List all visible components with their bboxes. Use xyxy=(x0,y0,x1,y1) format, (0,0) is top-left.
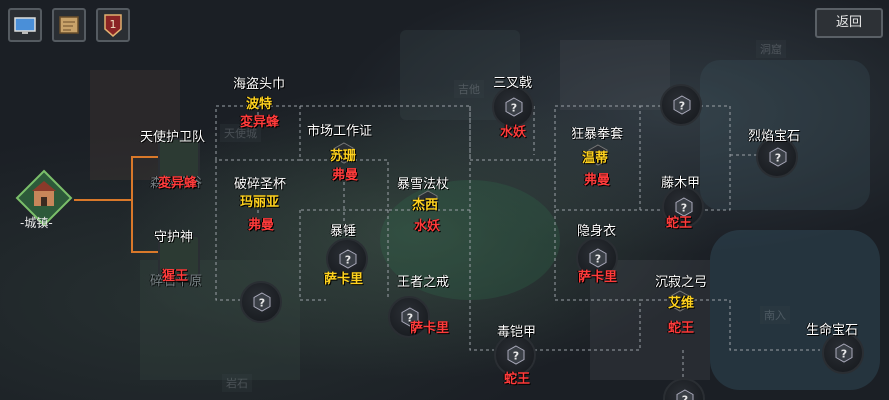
item-node[interactable]: ? xyxy=(756,136,798,178)
item-enemy: 萨卡里 xyxy=(578,270,618,285)
item-enemy: 弗曼 xyxy=(248,218,275,233)
monitor-button[interactable] xyxy=(8,8,42,42)
branch-location-1: 森林峰谷 xyxy=(150,176,203,191)
item-enemy: 蛇王 xyxy=(504,372,531,387)
item-title: 市场工作证 xyxy=(307,124,373,139)
locked-hex-icon xyxy=(588,144,608,166)
item-enemy: 水妖 xyxy=(414,219,441,234)
item-enemy: 変异蜂 xyxy=(240,115,280,130)
item-enemy: 萨卡里 xyxy=(410,321,450,336)
item-enemy: 水妖 xyxy=(500,125,527,140)
svg-text:?: ? xyxy=(679,100,685,113)
item-title: 三叉戟 xyxy=(493,76,533,91)
item-npc: 萨卡里 xyxy=(324,272,364,287)
item-title: 沉寂之弓 xyxy=(655,275,708,290)
item-enemy: 蛇王 xyxy=(668,321,695,336)
map-label-south: 南入 xyxy=(760,306,790,324)
svg-text:1: 1 xyxy=(110,18,117,31)
locked-hex-icon xyxy=(334,142,354,164)
map-label-left: 天使城 xyxy=(220,124,261,142)
question-mark-icon: ? xyxy=(835,343,853,363)
item-node[interactable]: ? xyxy=(494,334,536,376)
svg-text:?: ? xyxy=(841,348,847,361)
item-enemy: 弗曼 xyxy=(332,168,359,183)
item-title: 烈焰宝石 xyxy=(748,129,801,144)
branch-title-2: 守护神 xyxy=(154,230,194,245)
locked-node[interactable]: ? xyxy=(660,84,702,126)
level-badge-icon: 1 xyxy=(104,14,122,37)
branch-title-1: 天使护卫队 xyxy=(140,130,206,145)
question-mark-icon: ? xyxy=(339,249,357,269)
item-node[interactable]: ? xyxy=(388,296,430,338)
question-mark-icon: ? xyxy=(253,292,271,312)
svg-text:?: ? xyxy=(513,350,519,363)
question-mark-icon: ? xyxy=(769,147,787,167)
monitor-icon xyxy=(14,17,36,34)
question-mark-icon: ? xyxy=(589,248,607,268)
map-terrain xyxy=(700,60,870,210)
item-node[interactable]: ? xyxy=(822,332,864,374)
question-mark-icon: ? xyxy=(673,95,691,115)
item-npc: 艾维 xyxy=(668,296,695,311)
item-node[interactable]: ? xyxy=(326,238,368,280)
question-mark-icon: ? xyxy=(675,197,693,217)
item-npc: 苏珊 xyxy=(330,149,357,164)
svg-text:?: ? xyxy=(511,102,517,115)
locked-hex-icon xyxy=(670,290,690,312)
back-button[interactable]: 返回 xyxy=(815,8,883,38)
question-mark-icon: ? xyxy=(676,389,694,400)
town-icon xyxy=(15,169,73,227)
svg-text:?: ? xyxy=(407,312,413,325)
item-node[interactable]: ? xyxy=(492,86,534,128)
svg-text:?: ? xyxy=(681,202,687,215)
question-mark-icon: ? xyxy=(507,345,525,365)
town-label: -城镇- xyxy=(20,216,53,230)
svg-text:?: ? xyxy=(775,152,781,165)
map-terrain xyxy=(140,260,300,380)
question-mark-icon: ? xyxy=(401,307,419,327)
item-node[interactable]: ? xyxy=(576,237,618,279)
map-building xyxy=(560,40,670,110)
item-title: 生命宝石 xyxy=(806,323,859,338)
item-enemy: 蛇王 xyxy=(666,216,693,231)
locked-node[interactable]: ? xyxy=(240,281,282,323)
item-title: 藤木甲 xyxy=(661,176,701,191)
svg-text:?: ? xyxy=(259,297,265,310)
branch-portrait-2[interactable] xyxy=(158,235,200,277)
map-scroll-icon xyxy=(59,16,79,34)
item-title: 狂暴拳套 xyxy=(571,127,624,142)
svg-text:?: ? xyxy=(345,254,351,267)
map-terrain xyxy=(590,260,710,380)
item-title: 毒铠甲 xyxy=(497,325,537,340)
map-label-bottom: 岩石 xyxy=(222,374,252,392)
branch-enemy-2: 猩王 xyxy=(162,269,189,284)
town-node[interactable] xyxy=(14,168,74,228)
item-title: 破碎圣杯 xyxy=(234,177,287,192)
item-title: 王者之戒 xyxy=(397,275,450,290)
item-title: 暴雪法杖 xyxy=(397,177,450,192)
branch-location-2: 碎石平原 xyxy=(150,274,203,289)
svg-text:?: ? xyxy=(682,394,688,400)
item-npc: 波特 xyxy=(246,97,273,112)
branch-enemy-1: 変异蜂 xyxy=(158,176,198,191)
item-npc: 玛丽亚 xyxy=(240,195,280,210)
item-title: 隐身衣 xyxy=(577,224,617,239)
map-label-top: 吉他 xyxy=(454,80,484,98)
item-npc: 杰西 xyxy=(412,198,439,213)
item-npc: 温蒂 xyxy=(582,151,609,166)
map-button[interactable] xyxy=(52,8,86,42)
map-label-cave: 洞窟 xyxy=(756,40,786,58)
item-title: 暴锤 xyxy=(330,224,357,239)
svg-text:?: ? xyxy=(595,253,601,266)
locked-hex-icon xyxy=(418,190,438,212)
item-node[interactable]: ? xyxy=(662,186,704,228)
branch-portrait-1[interactable] xyxy=(158,138,200,180)
question-mark-icon: ? xyxy=(505,97,523,117)
level-badge-button[interactable]: 1 xyxy=(96,8,130,42)
item-enemy: 弗曼 xyxy=(584,173,611,188)
item-title: 海盗头巾 xyxy=(233,77,286,92)
